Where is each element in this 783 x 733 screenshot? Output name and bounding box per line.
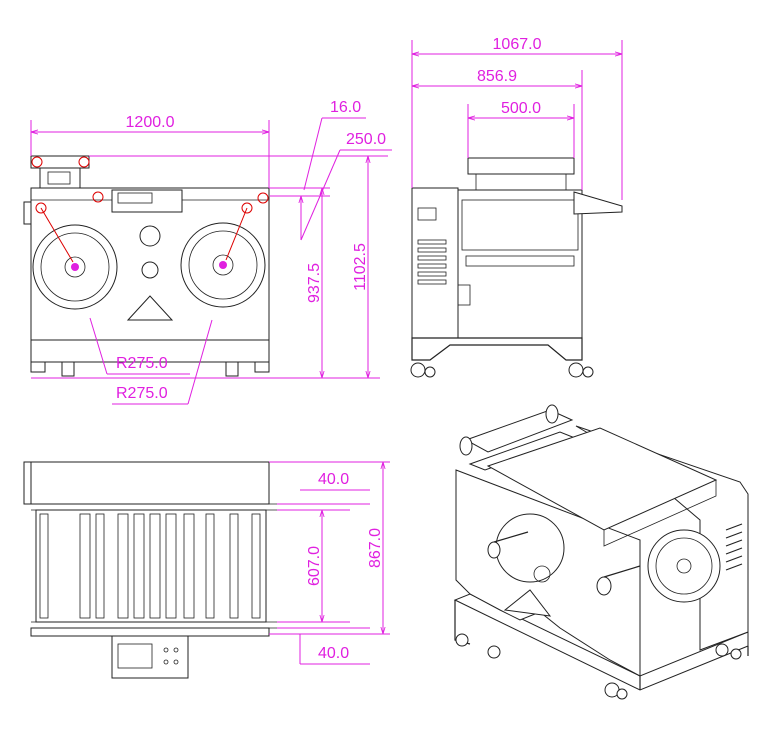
side-view bbox=[410, 157, 623, 378]
front-view bbox=[23, 155, 380, 379]
dim-total-height-1102: 1102.5 bbox=[352, 243, 369, 291]
dim-overall-width-1067: 1067.0 bbox=[493, 36, 542, 53]
dim-width-1200: 1200.0 bbox=[126, 114, 175, 131]
isometric-view bbox=[453, 404, 749, 700]
dim-top-height-250: 250.0 bbox=[346, 131, 386, 148]
front-dimensions: 1200.0 16.0 250.0 937.5 1102.5 R275.0 R2… bbox=[30, 99, 392, 405]
dim-reel-height-937: 937.5 bbox=[306, 263, 323, 303]
dim-inner-depth-607: 607.0 bbox=[306, 546, 323, 586]
dim-edge-bottom-40: 40.0 bbox=[318, 645, 349, 662]
side-buttons bbox=[417, 239, 447, 285]
top-dimensions: 40.0 607.0 867.0 40.0 bbox=[269, 461, 390, 665]
dim-radius-1: R275.0 bbox=[116, 355, 168, 372]
side-dimensions: 1067.0 856.9 500.0 bbox=[411, 36, 623, 200]
dim-radius-2: R275.0 bbox=[116, 385, 168, 402]
dim-body-width-856: 856.9 bbox=[477, 68, 517, 85]
dim-total-depth-867: 867.0 bbox=[367, 528, 384, 568]
iso-vents bbox=[725, 523, 743, 571]
dim-edge-top-40: 40.0 bbox=[318, 471, 349, 488]
dim-top-offset-16: 16.0 bbox=[330, 99, 361, 116]
top-rollers bbox=[39, 513, 261, 619]
top-view bbox=[23, 461, 277, 679]
dim-roller-width-500: 500.0 bbox=[501, 100, 541, 117]
